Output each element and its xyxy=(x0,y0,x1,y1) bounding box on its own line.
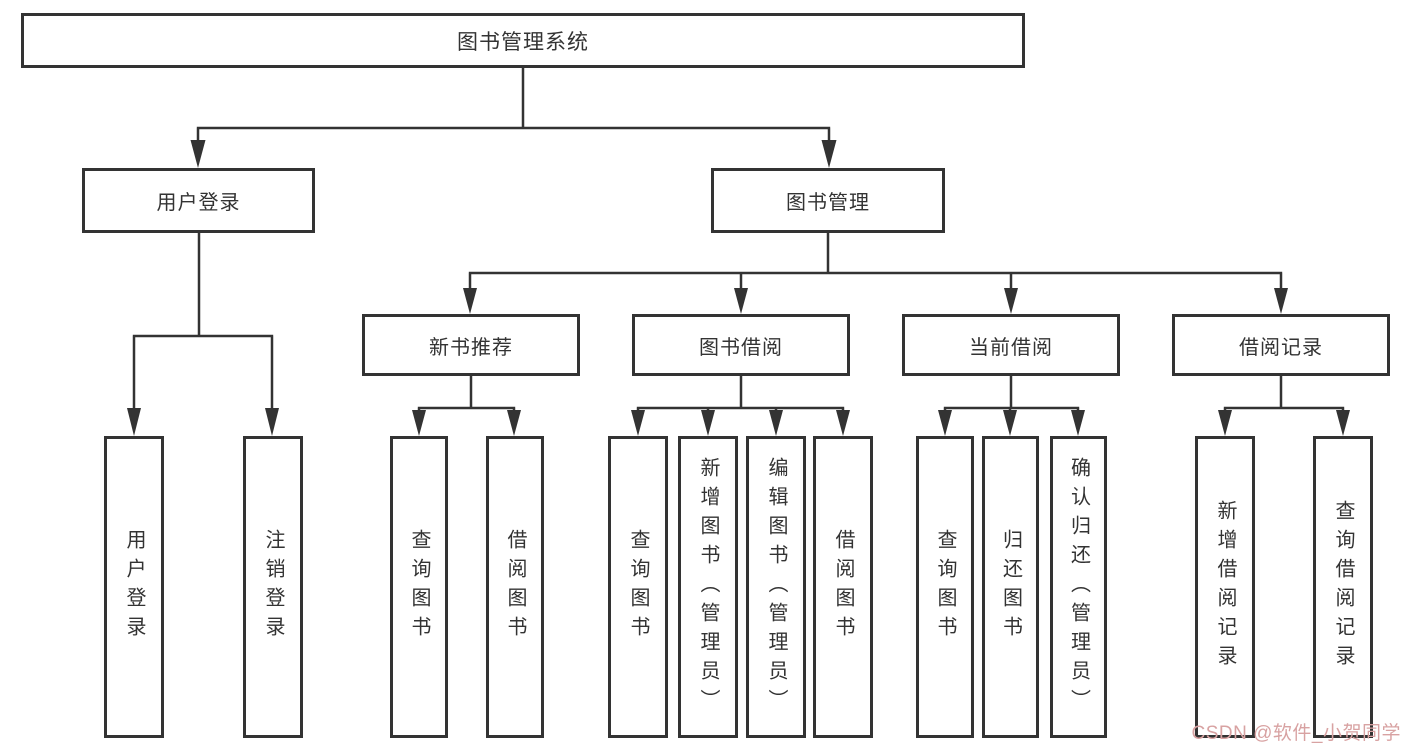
leaf-label: 编辑图书（管理员） xyxy=(765,456,787,718)
leaf-user-login: 用户登录 xyxy=(104,436,164,738)
leaf-query-books-borrow: 查询图书 xyxy=(608,436,668,738)
leaf-label: 注销登录 xyxy=(262,529,284,645)
node-borrowing-records: 借阅记录 xyxy=(1172,314,1390,376)
leaf-query-borrow-record: 查询借阅记录 xyxy=(1313,436,1373,738)
node-book-borrowing: 图书借阅 xyxy=(632,314,850,376)
leaf-label: 查询图书 xyxy=(627,529,649,645)
leaf-label: 借阅图书 xyxy=(504,529,526,645)
node-label: 图书管理系统 xyxy=(457,30,589,54)
node-label: 用户登录 xyxy=(156,192,241,214)
node-book-management: 图书管理 xyxy=(711,168,945,233)
leaf-borrow-books: 借阅图书 xyxy=(813,436,873,738)
leaf-label: 查询图书 xyxy=(934,529,956,645)
leaf-confirm-return-admin: 确认归还（管理员） xyxy=(1050,436,1107,738)
leaf-logout: 注销登录 xyxy=(243,436,303,738)
leaf-label: 新增图书（管理员） xyxy=(697,456,719,718)
leaf-label: 查询图书 xyxy=(408,529,430,645)
node-user-login: 用户登录 xyxy=(82,168,315,233)
leaf-borrow-books-recommend: 借阅图书 xyxy=(486,436,544,738)
leaf-label: 查询借阅记录 xyxy=(1332,500,1354,674)
watermark: CSDN @软件_小贺同学 xyxy=(1191,723,1401,744)
node-root-library-system: 图书管理系统 xyxy=(21,13,1025,68)
leaf-add-books-admin: 新增图书（管理员） xyxy=(678,436,738,738)
node-label: 图书管理 xyxy=(786,192,870,214)
leaf-label: 新增借阅记录 xyxy=(1214,500,1236,674)
node-label: 图书借阅 xyxy=(699,336,783,359)
node-label: 借阅记录 xyxy=(1239,336,1323,359)
node-label: 新书推荐 xyxy=(429,336,513,359)
leaf-query-books-current: 查询图书 xyxy=(916,436,974,738)
leaf-edit-books-admin: 编辑图书（管理员） xyxy=(746,436,806,738)
node-current-borrowing: 当前借阅 xyxy=(902,314,1120,376)
leaf-label: 借阅图书 xyxy=(832,529,854,645)
leaf-label: 确认归还（管理员） xyxy=(1067,456,1090,718)
node-label: 当前借阅 xyxy=(969,336,1053,359)
node-new-book-recommend: 新书推荐 xyxy=(362,314,580,376)
leaf-query-books-recommend: 查询图书 xyxy=(390,436,448,738)
leaf-add-borrow-record: 新增借阅记录 xyxy=(1195,436,1255,738)
leaf-label: 用户登录 xyxy=(123,529,145,645)
leaf-return-books: 归还图书 xyxy=(982,436,1039,738)
leaf-label: 归还图书 xyxy=(999,529,1022,645)
